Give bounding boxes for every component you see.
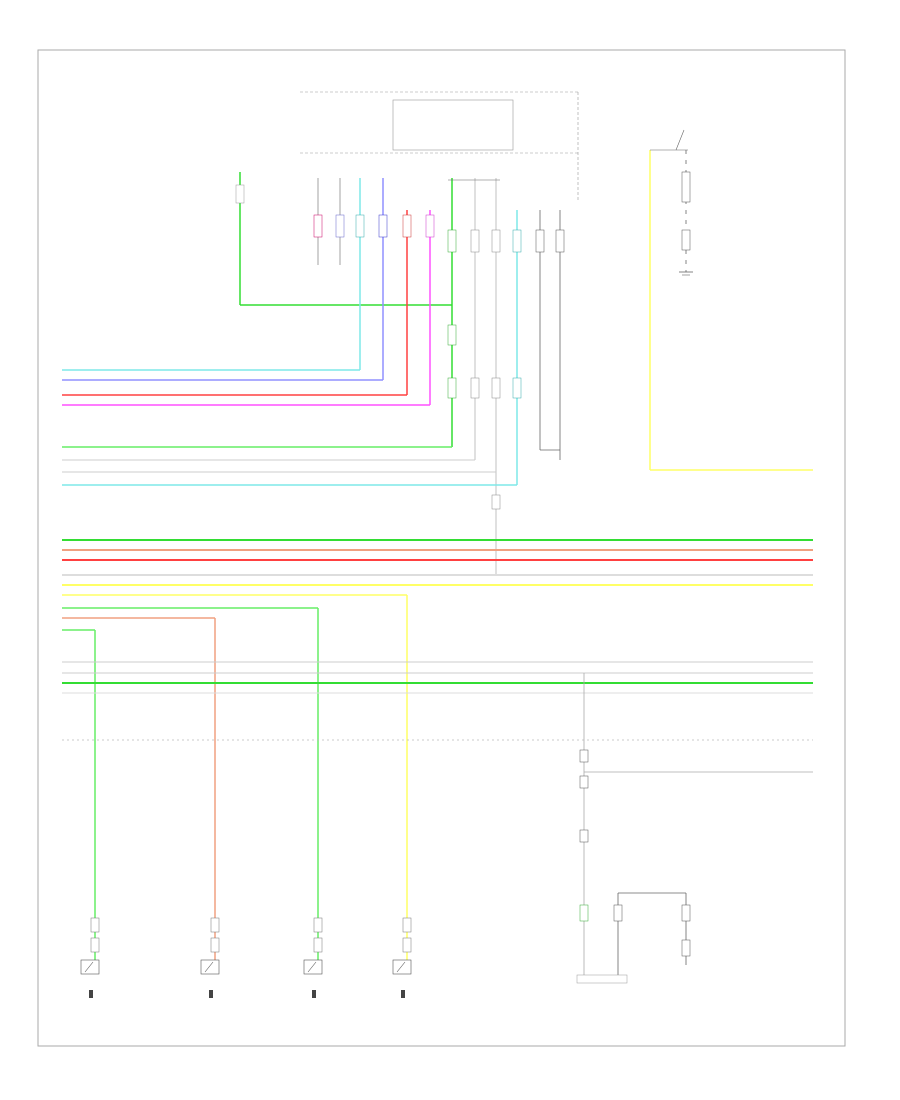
- bottom-component-body: [200, 959, 220, 975]
- drop-connector: [90, 917, 100, 933]
- bottom-right-sensor: [576, 892, 691, 984]
- bottom-component-ground: [209, 990, 213, 998]
- bottom-component-body: [392, 959, 412, 975]
- module-pin-group: [447, 178, 565, 575]
- bottom-component: [80, 959, 100, 998]
- drop-connector: [313, 937, 323, 953]
- branch-wire: [579, 673, 813, 975]
- bottom-component-ground: [401, 990, 405, 998]
- switch-top-right: [649, 129, 813, 471]
- drop-connector: [402, 917, 412, 933]
- main-bus: [62, 539, 813, 586]
- left-wire-group-2: [62, 446, 517, 486]
- bottom-component-body: [80, 959, 100, 975]
- top-left-component: [235, 172, 452, 306]
- control-module: [300, 91, 579, 200]
- drop-connector: [210, 917, 220, 933]
- bottom-component: [303, 959, 323, 998]
- drop-connector: [313, 917, 323, 933]
- bottom-component: [392, 959, 412, 998]
- bottom-component-body: [303, 959, 323, 975]
- connector-block: [313, 178, 435, 405]
- bottom-component-contact: [307, 961, 317, 973]
- bottom-component-contact: [396, 961, 406, 973]
- bottom-component: [200, 959, 220, 998]
- bottom-components: [80, 959, 412, 998]
- drop-connector: [402, 937, 412, 953]
- drop-connector: [210, 937, 220, 953]
- drop-connector: [90, 937, 100, 953]
- diagram-frame: [37, 49, 846, 1047]
- left-wire-group-1: [62, 369, 430, 406]
- bottom-component-ground: [89, 990, 93, 998]
- lower-bus: [62, 661, 813, 694]
- bottom-component-ground: [312, 990, 316, 998]
- bottom-component-contact: [204, 961, 214, 973]
- component-drops: [62, 594, 412, 960]
- control-module-inner-box: [392, 99, 514, 151]
- bottom-component-contact: [84, 961, 94, 973]
